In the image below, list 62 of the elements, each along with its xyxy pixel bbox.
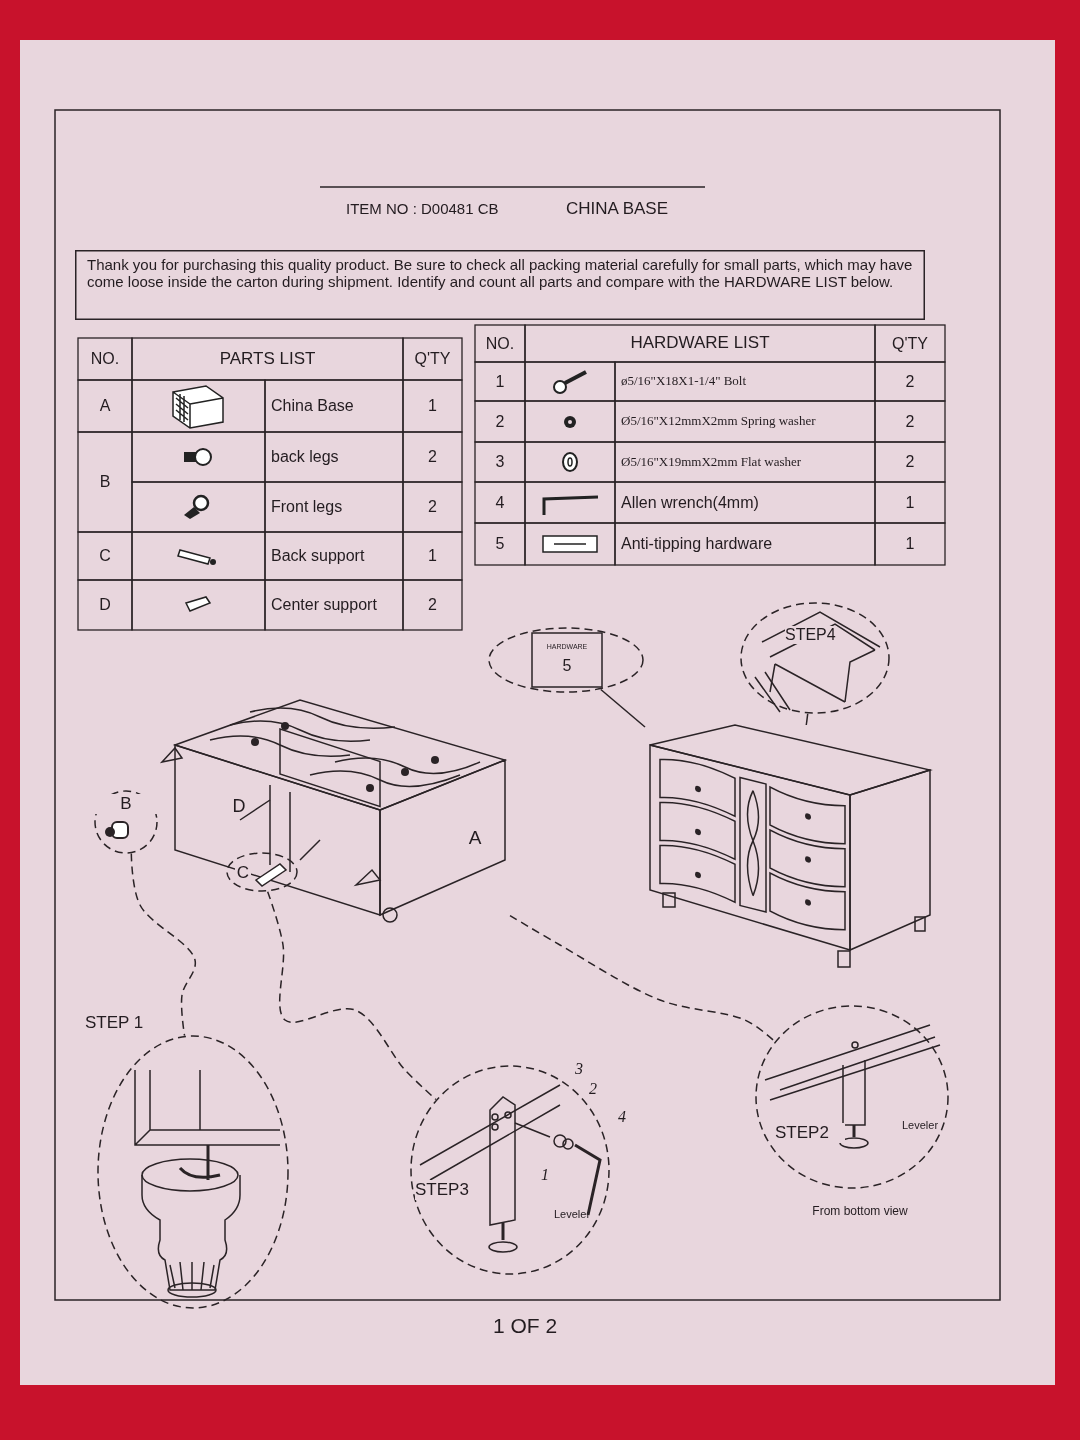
quantity: 1 bbox=[427, 546, 438, 567]
view-note: From bottom view bbox=[811, 1205, 909, 1219]
item-number: ITEM NO : D00481 CB bbox=[345, 198, 500, 219]
product-name: CHINA BASE bbox=[565, 197, 670, 220]
callout-letter: B bbox=[94, 794, 158, 814]
dashed-connector bbox=[266, 891, 437, 1101]
part-name: China Base bbox=[270, 396, 355, 417]
quantity: 2 bbox=[427, 497, 438, 518]
part-letter: B bbox=[98, 472, 112, 493]
detail-circle bbox=[94, 790, 158, 854]
quantity: 1 bbox=[904, 534, 916, 555]
column-header: Q'TY bbox=[413, 349, 452, 370]
item-number: 5 bbox=[494, 534, 506, 555]
callout-number: 3 bbox=[574, 1060, 584, 1078]
dashed-connector bbox=[130, 852, 197, 1037]
quantity: 1 bbox=[427, 396, 438, 417]
quantity: 2 bbox=[904, 371, 916, 392]
item-number: 4 bbox=[494, 492, 506, 513]
part-letter: D bbox=[98, 595, 112, 616]
leader-line bbox=[805, 713, 809, 726]
quantity: 2 bbox=[904, 411, 916, 432]
callout-letter: A bbox=[467, 826, 483, 850]
leader-line bbox=[600, 688, 646, 728]
item-number: 1 bbox=[494, 371, 506, 392]
callout-number: 2 bbox=[588, 1080, 598, 1098]
hardware-description: Allen wrench(4mm) bbox=[620, 492, 760, 513]
callout-number: 4 bbox=[617, 1108, 627, 1126]
hardware-description: Ø5/16"X19mmX2mm Flat washer bbox=[620, 452, 803, 471]
notice-text: Thank you for purchasing this quality product. Be sure to check all packing material carefully for small parts, which may have come loose inside the carton during shipment. Identify and count all parts and compare with the HARDWARE LIST below. bbox=[87, 256, 913, 291]
hardware-description: ø5/16"X18X1-1/4" Bolt bbox=[620, 372, 748, 391]
hardware-description: Ø5/16"X12mmX2mm Spring washer bbox=[620, 412, 817, 431]
quantity: 2 bbox=[904, 452, 916, 473]
step-label: STEP2 bbox=[775, 1123, 845, 1143]
part-label: Leveler bbox=[901, 1117, 940, 1133]
part-name: Front legs bbox=[270, 497, 344, 518]
part-letter: C bbox=[98, 546, 112, 567]
callout-number: 5 bbox=[561, 657, 573, 676]
quantity: 2 bbox=[427, 447, 438, 468]
quantity: 2 bbox=[427, 595, 438, 616]
quantity: 1 bbox=[904, 492, 916, 513]
callout-letter: D bbox=[231, 796, 247, 818]
dashed-connector bbox=[509, 914, 776, 1043]
part-name: Center support bbox=[270, 595, 378, 616]
item-number: 3 bbox=[494, 452, 506, 473]
item-number: 2 bbox=[494, 411, 506, 432]
step-label: STEP4 bbox=[785, 626, 837, 645]
detail-ellipse bbox=[488, 627, 644, 693]
column-header: NO. bbox=[89, 349, 121, 370]
page-number: 1 OF 2 bbox=[491, 1313, 559, 1340]
part-name: Back support bbox=[270, 546, 366, 567]
column-header: NO. bbox=[484, 333, 516, 354]
detail-circle bbox=[410, 1065, 610, 1275]
part-letter: A bbox=[98, 396, 112, 417]
detail-circle bbox=[740, 602, 890, 714]
part-name: back legs bbox=[270, 447, 340, 468]
hardware-description: Anti-tipping hardware bbox=[620, 534, 774, 555]
column-header: PARTS LIST bbox=[218, 347, 317, 370]
column-header: HARDWARE LIST bbox=[629, 332, 771, 355]
detail-circle bbox=[226, 852, 298, 892]
notice-box bbox=[75, 250, 925, 320]
column-header: Q'TY bbox=[891, 333, 929, 354]
callout-number: 1 bbox=[540, 1166, 550, 1184]
